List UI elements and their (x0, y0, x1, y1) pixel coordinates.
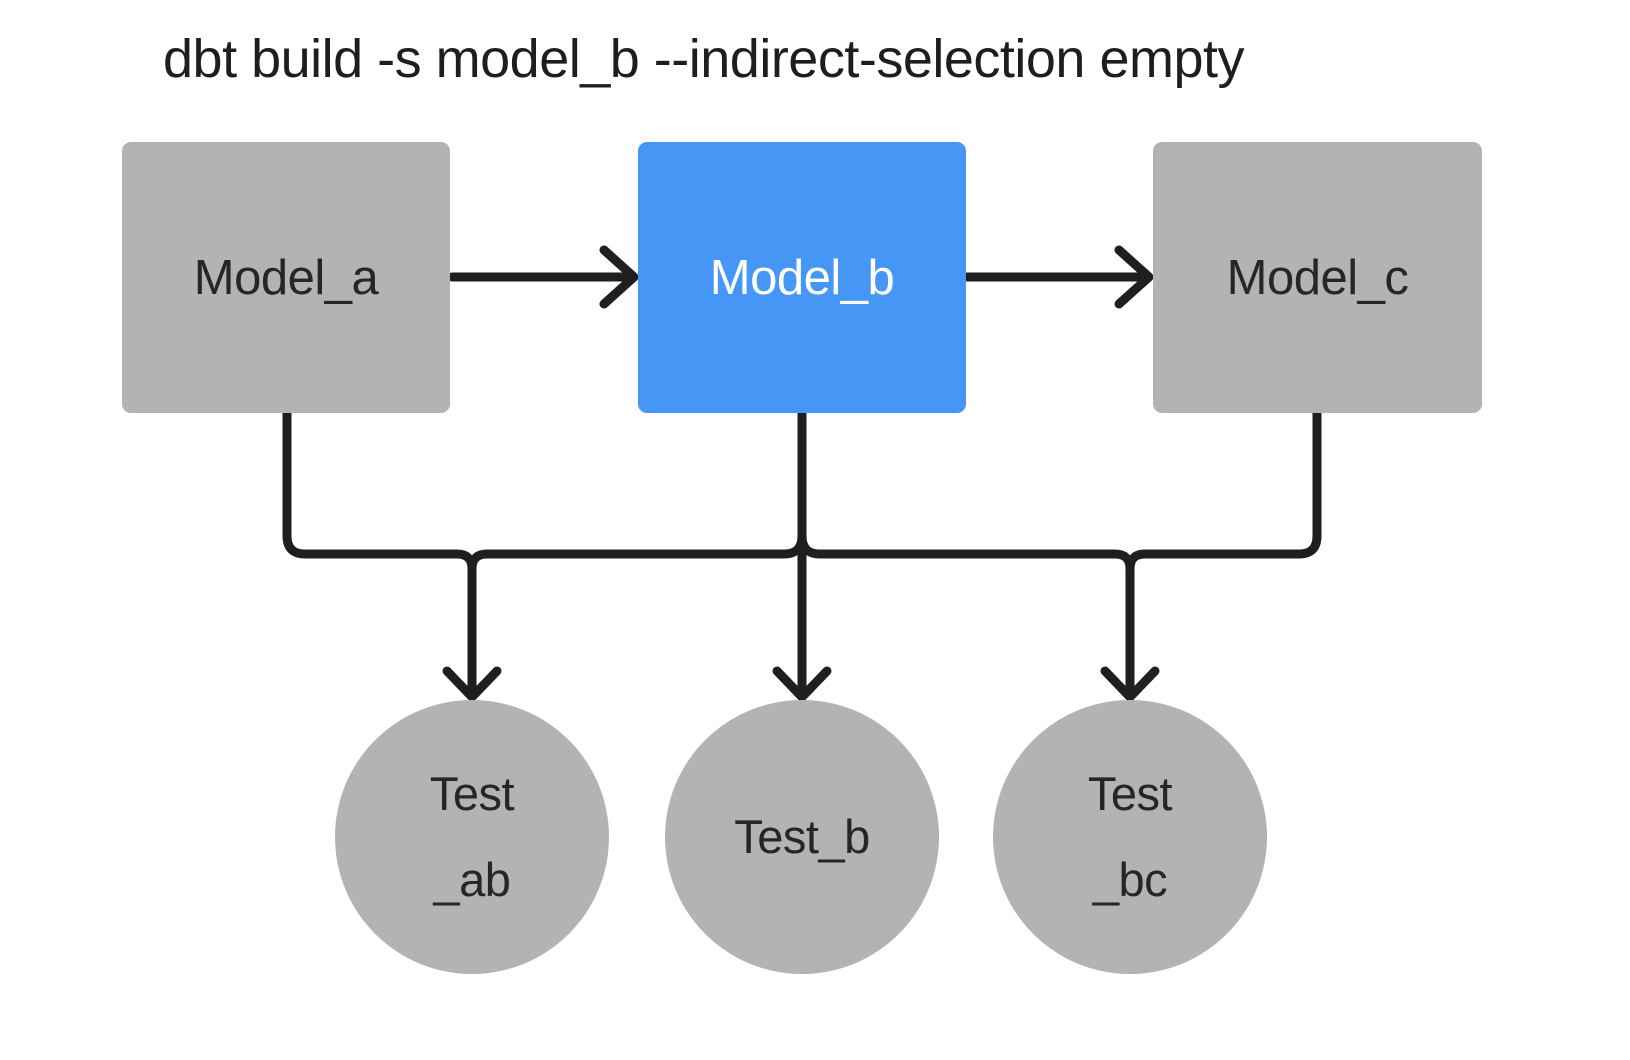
model-c-node: Model_c (1153, 142, 1482, 413)
edge-model-b-to-model-c-arrow (962, 245, 1154, 309)
arrowhead-test-bc-icon (1100, 666, 1160, 702)
test-bc-label-line-2: _bc (1092, 853, 1168, 906)
test-b-label: Test_b (734, 810, 870, 863)
model-a-label: Model_a (193, 250, 379, 305)
model-b-label: Model_b (709, 250, 895, 305)
test-b-node: Test_b (665, 700, 939, 974)
test-ab-node: Test _ab (335, 700, 609, 974)
edge-model-b-to-test-bc (797, 408, 1135, 696)
diagram-title: dbt build -s model_b --indirect-selectio… (163, 29, 1245, 89)
edge-model-c-to-test-bc (1125, 408, 1322, 696)
arrowhead-test-b-icon (772, 666, 832, 702)
model-b-node-selected: Model_b (638, 142, 966, 413)
edge-model-b-to-test-ab (467, 408, 807, 696)
test-ab-label-line-1: Test (429, 767, 515, 820)
edge-model-a-to-test-ab (282, 408, 477, 696)
arrowhead-test-ab-icon (442, 666, 502, 702)
test-bc-label-line-1: Test (1087, 767, 1173, 820)
model-c-label: Model_c (1226, 250, 1409, 305)
test-ab-label-line-2: _ab (433, 853, 511, 906)
test-bc-node: Test _bc (993, 700, 1267, 974)
model-a-node: Model_a (122, 142, 450, 413)
edge-model-a-to-model-b-arrow (447, 245, 639, 309)
